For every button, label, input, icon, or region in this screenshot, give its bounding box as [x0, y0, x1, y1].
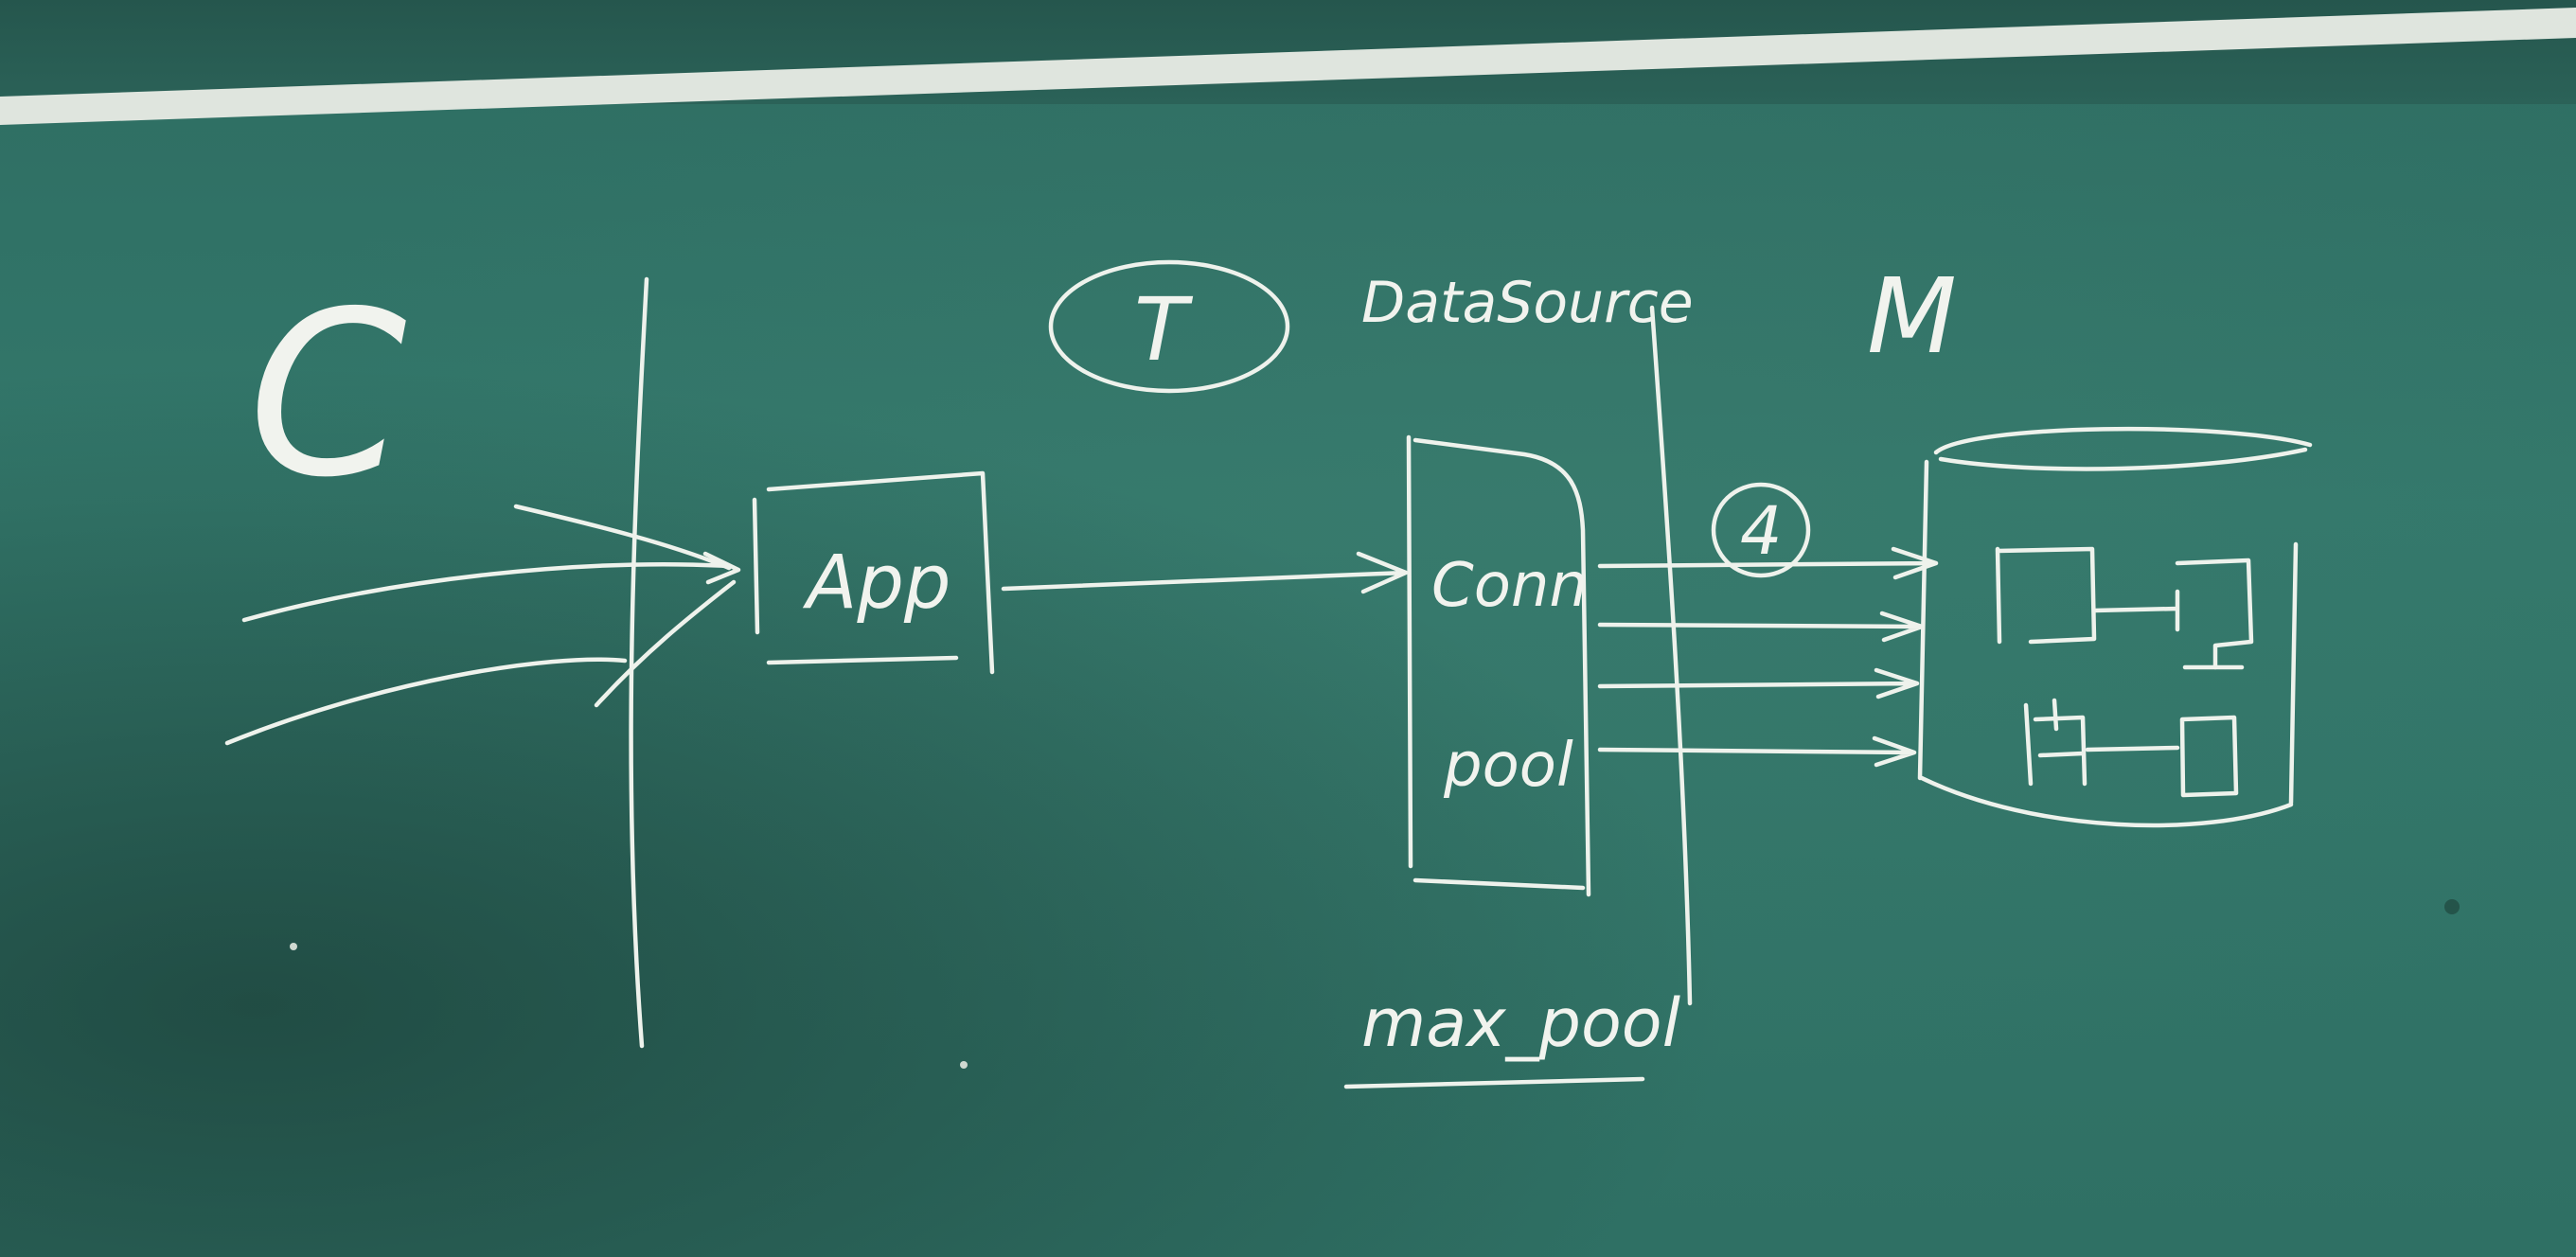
- connection-arrow-4: [1597, 735, 1917, 768]
- connection-arrows: [1597, 546, 1939, 768]
- table-box-4: [2179, 664, 2245, 798]
- connection-count-label: 4: [1740, 492, 1783, 570]
- request-curve-3: [513, 504, 732, 571]
- database-left-side: [1917, 459, 1929, 781]
- database-tables: [1995, 546, 2254, 798]
- database-top-arc: [1933, 426, 2313, 455]
- table-box-3: [2023, 698, 2087, 787]
- table-link-1: [2091, 589, 2180, 632]
- max-pool-label: max_pool: [1361, 984, 1681, 1062]
- connection-arrow-1: [1597, 546, 1939, 580]
- request-curve-4: [594, 579, 737, 708]
- datasource-boundary-line: [1649, 305, 1693, 1006]
- datasource-label: DataSource: [1361, 270, 1694, 336]
- request-curve-1: [241, 562, 732, 623]
- connection-count-circle: [1711, 482, 1811, 578]
- conn-label: Conn: [1431, 551, 1588, 621]
- connection-arrow-2: [1597, 611, 1925, 643]
- chalk-speck: [2444, 899, 2460, 914]
- app-to-pool-arrow: [1001, 551, 1409, 594]
- client-label: C: [248, 262, 407, 527]
- app-label: App: [802, 540, 950, 626]
- request-curve-2: [224, 657, 628, 746]
- database-right-side: [2288, 541, 2299, 806]
- conn-pool-box: [1406, 434, 1591, 897]
- client-boundary-line: [629, 276, 649, 1049]
- table-box-1: [1995, 546, 2097, 645]
- thread-marker-label: T: [1134, 279, 1194, 381]
- database-top-rim: [1938, 447, 2308, 471]
- chalk-speck: [960, 1061, 968, 1069]
- chalk-ledge: [0, 8, 2576, 125]
- app-box: [752, 470, 995, 675]
- table-box-2: [2175, 558, 2254, 670]
- mysql-label: M: [1867, 256, 1957, 377]
- connection-arrow-3: [1597, 667, 1920, 699]
- max-pool-underline: [1343, 1076, 1645, 1089]
- request-arrowhead: [702, 551, 741, 585]
- database-cylinder: [1917, 426, 2313, 828]
- table-link-2: [2085, 745, 2180, 752]
- chalk-speck: [290, 943, 297, 950]
- thread-marker-circle: [1048, 259, 1290, 394]
- database-bottom-arc: [1919, 775, 2294, 828]
- pool-label: pool: [1443, 731, 1573, 801]
